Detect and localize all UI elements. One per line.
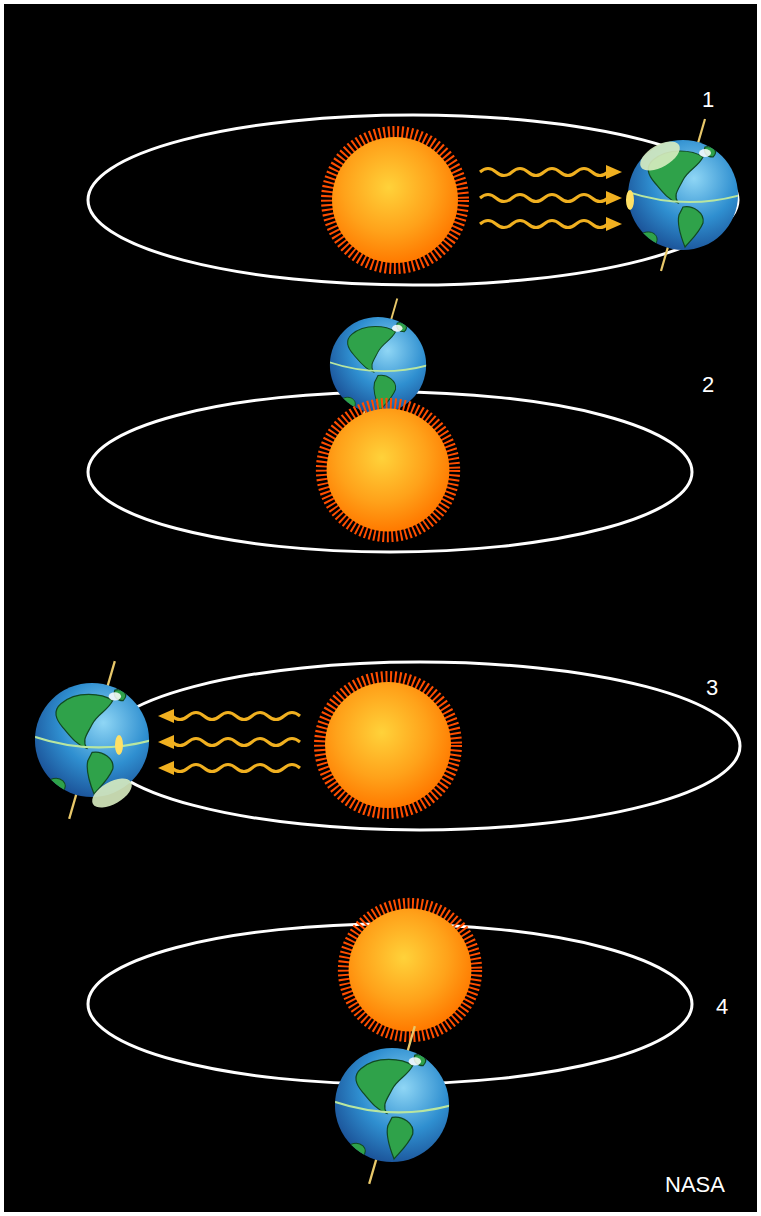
callout-number: 1: [702, 88, 714, 112]
callout-number: 3: [706, 676, 718, 700]
callout-number: 2: [702, 373, 714, 397]
callout-number: 4: [716, 995, 728, 1019]
watermark: NASA: [665, 1173, 725, 1197]
